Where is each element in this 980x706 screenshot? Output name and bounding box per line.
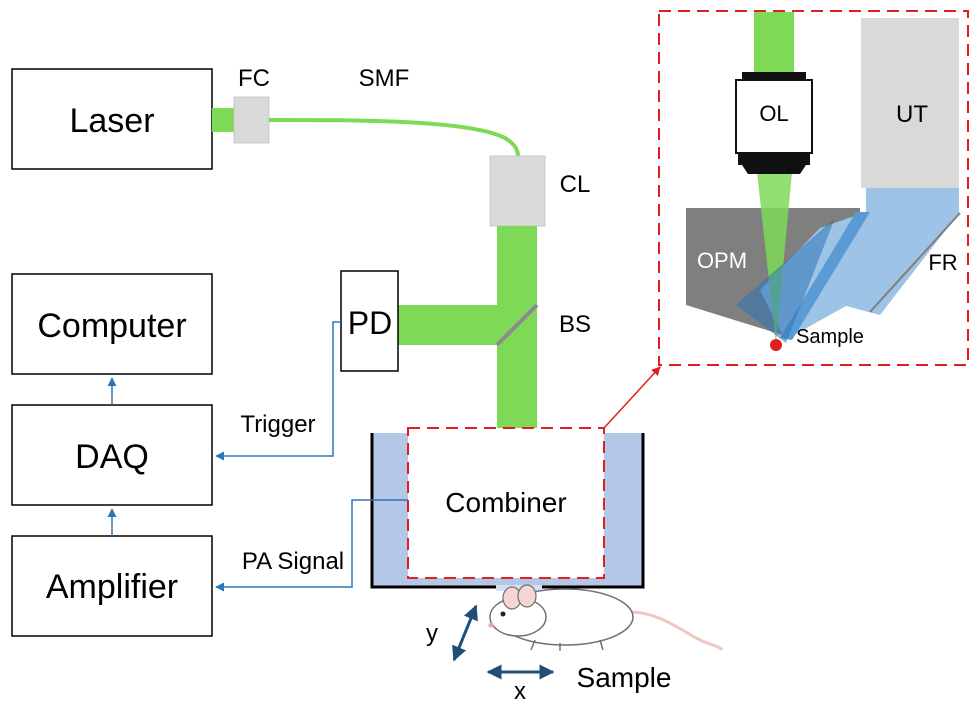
beam-splitter <box>495 303 539 347</box>
acoustic-reflector <box>780 212 870 340</box>
fc-label: FC <box>238 65 270 92</box>
daq-label: DAQ <box>75 438 149 476</box>
amplifier-box <box>11 535 213 637</box>
opm-label: OPM <box>697 248 747 273</box>
single-mode-fiber <box>268 118 520 157</box>
y-axis-label: y <box>426 620 438 647</box>
bs-label: BS <box>559 311 591 338</box>
y-axis-arrow <box>452 604 478 662</box>
laser-box <box>11 68 213 170</box>
trigger-line <box>215 321 341 461</box>
photodiode-box <box>340 270 399 372</box>
amplifier-label: Amplifier <box>46 568 178 606</box>
imaging-window <box>496 585 542 591</box>
reflected-beam <box>398 305 518 345</box>
sample-dot-icon <box>770 339 782 351</box>
laser-label: Laser <box>69 102 154 140</box>
inset-beam-in <box>754 12 794 74</box>
x-axis-label: x <box>514 678 526 705</box>
inset-connector-arrow <box>603 366 661 429</box>
ut-label: UT <box>896 101 928 128</box>
acoustic-beam <box>736 218 835 343</box>
collimating-lens <box>489 155 546 227</box>
combiner-box <box>407 427 605 579</box>
cl-label: CL <box>560 171 591 198</box>
combiner-label: Combiner <box>445 487 566 518</box>
mouse-illustration <box>488 584 724 651</box>
pa-signal-label: PA Signal <box>242 548 344 575</box>
inset-sample-label: Sample <box>796 326 864 348</box>
computer-box <box>11 273 213 375</box>
objective-lens-cap <box>742 72 806 80</box>
sample-label: Sample <box>577 662 672 693</box>
fr-edge <box>869 212 961 313</box>
fr-label: FR <box>928 250 957 275</box>
focused-beam <box>757 172 792 344</box>
fiber-coupler <box>233 96 270 144</box>
objective-lens-body <box>735 79 813 154</box>
computer-label: Computer <box>37 307 186 345</box>
objective-lens-tip <box>742 165 806 174</box>
pd-label: PD <box>348 305 392 341</box>
laser-output-beam <box>212 108 236 132</box>
smf-label: SMF <box>359 65 410 92</box>
pa-signal-line <box>215 499 408 592</box>
ol-label: OL <box>759 101 788 126</box>
ultrasound-transducer <box>861 18 959 188</box>
trigger-label: Trigger <box>240 411 315 438</box>
objective-lens-band <box>738 153 810 165</box>
